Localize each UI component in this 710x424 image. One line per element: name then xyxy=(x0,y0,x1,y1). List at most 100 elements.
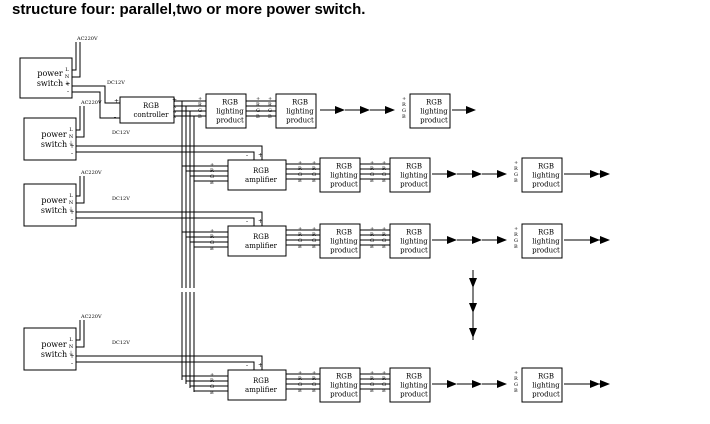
rgb-lighting-product-a2-2-label: product xyxy=(400,246,428,254)
power-switch-4 xyxy=(23,327,77,371)
power-switch-4-terminal: L xyxy=(69,337,73,343)
rgb-lighting-product-r1-3-label: lighting xyxy=(420,107,448,115)
rgb-amplifier-1-terminal: B xyxy=(210,180,214,186)
power-switch-1-ac-label: AC220V xyxy=(76,36,98,42)
rgb-lighting-product-a2-2-terminal: R xyxy=(382,232,386,238)
rgb-amplifier-1-terminal: + xyxy=(210,162,214,168)
rgb-lighting-product-a1-3-label: lighting xyxy=(532,171,560,179)
arrow-right-icon xyxy=(600,236,610,244)
dc-wire xyxy=(76,145,263,160)
rgb-lighting-product-a1-1-terminal: G xyxy=(312,172,316,178)
ac-wire xyxy=(76,320,85,348)
rgb-lighting-product-r1-3 xyxy=(409,93,451,129)
power-switch-3-terminal: + xyxy=(69,209,74,216)
rgb-lighting-product-a3-3-terminal: G xyxy=(514,382,518,388)
power-switch-2-terminal: N xyxy=(69,134,74,140)
power-switch-3 xyxy=(23,183,77,227)
rgb-lighting-product-a2-1-terminal: G xyxy=(312,238,316,244)
rgb-amplifier-1-terminal: B xyxy=(298,178,302,184)
rgb-amplifier-1-label: amplifier xyxy=(245,176,278,184)
rgb-lighting-product-a1-2-terminal: + xyxy=(382,160,386,166)
rgb-amplifier-2-terminal: B xyxy=(210,246,214,252)
rgb-amplifier-2-terminal: G xyxy=(210,240,214,246)
rgb-amplifier-2-terminal: + xyxy=(298,226,302,232)
arrow-right-icon xyxy=(385,106,395,114)
rgb-lighting-product-r1-2-terminal: B xyxy=(268,114,272,120)
rgb-amplifier-1-terminal: R xyxy=(298,166,302,172)
rgb-lighting-product-a3-3 xyxy=(521,367,563,403)
power-switch-3-ac-label: AC220V xyxy=(80,170,102,176)
rgb-lighting-product-a3-1-terminal: G xyxy=(312,382,316,388)
rgb-lighting-product-a3-2-terminal: + xyxy=(382,370,386,376)
rgb-amplifier-3-terminal: B xyxy=(370,388,374,394)
arrow-right-icon xyxy=(472,170,482,178)
rgb-amplifier-2 xyxy=(227,225,287,257)
rgb-amplifier-3 xyxy=(227,369,287,401)
power-switch-2 xyxy=(23,117,77,161)
rgb-amplifier-3-terminal: R xyxy=(370,376,374,382)
rgb-lighting-product-a3-2 xyxy=(389,367,431,403)
rgb-amplifier-2-label: RGB xyxy=(253,233,269,241)
rgb-amplifier-1-terminal: B xyxy=(370,178,374,184)
power-switch-2-label: switch xyxy=(41,140,67,149)
rgb-amplifier-2-terminal: G xyxy=(370,238,374,244)
power-switch-1 xyxy=(19,57,73,99)
ac-wire xyxy=(76,106,81,131)
rgb-amplifier-3-label: amplifier xyxy=(245,386,278,394)
power-switch-3-label: power xyxy=(41,196,67,205)
rgb-amplifier-1-label: RGB xyxy=(253,167,269,175)
power-switch-4-label: power xyxy=(41,340,67,349)
rgb-lighting-product-a3-3-label: product xyxy=(532,390,560,398)
rgb-lighting-product-a1-2 xyxy=(389,157,431,193)
dc-wire xyxy=(72,91,120,119)
ac-wire xyxy=(76,320,81,341)
rgb-lighting-product-a3-3-terminal: + xyxy=(514,370,518,376)
rgb-lighting-product-a2-2-terminal: B xyxy=(382,244,386,250)
rgb-lighting-product-a2-2-label: lighting xyxy=(400,237,428,245)
rgb-amplifier-1-terminal: R xyxy=(210,168,214,174)
rgb-amplifier-2-terminal: R xyxy=(298,232,302,238)
arrow-right-icon xyxy=(335,106,345,114)
rgb-lighting-product-a1-2-label: lighting xyxy=(400,171,428,179)
rgb-lighting-product-a1-3 xyxy=(521,157,563,193)
rgb-lighting-product-a2-1-label: product xyxy=(330,246,358,254)
rgb-lighting-product-a1-3-label: product xyxy=(532,180,560,188)
dc-wire xyxy=(72,85,120,104)
power-switch-3-terminal: ⏚ xyxy=(68,206,73,213)
rgb-lighting-product-a1-1-terminal: + xyxy=(312,160,316,166)
rgb-lighting-product-r1-2-label: product xyxy=(286,116,314,124)
rgb-lighting-product-a2-3-terminal: R xyxy=(514,232,518,238)
rgb-amplifier-3-terminal: R xyxy=(210,378,214,384)
rgb-lighting-product-a2-2-label: RGB xyxy=(406,228,422,236)
power-switch-1-terminal: L xyxy=(65,67,69,73)
controller-dc-label: DC12V xyxy=(107,80,125,86)
rgb-lighting-product-a1-2-label: RGB xyxy=(406,162,422,170)
rgb-lighting-product-a2-1-terminal: + xyxy=(312,226,316,232)
arrow-right-icon xyxy=(497,236,507,244)
arrow-right-icon xyxy=(497,170,507,178)
rgb-lighting-product-a2-1-label: lighting xyxy=(330,237,358,245)
rgb-lighting-product-a2-3-terminal: B xyxy=(514,244,518,250)
arrow-right-icon xyxy=(447,236,457,244)
rgb-amplifier-3-terminal: G xyxy=(370,382,374,388)
rgb-lighting-product-a2-1-label: RGB xyxy=(336,228,352,236)
power-switch-1-terminal: + xyxy=(65,81,70,88)
rgb-lighting-product-a3-1-label: product xyxy=(330,390,358,398)
rgb-amplifier-2-terminal: R xyxy=(210,234,214,240)
rgb-lighting-product-a1-3-terminal: R xyxy=(514,166,518,172)
rgb-lighting-product-a3-3-label: lighting xyxy=(532,381,560,389)
rgb-lighting-product-a3-2-terminal: R xyxy=(382,376,386,382)
rgb-lighting-product-a2-1 xyxy=(319,223,361,259)
power-switch-3-terminal: N xyxy=(69,200,74,206)
power-switch-4-label: switch xyxy=(41,350,67,359)
rgb-lighting-product-a2-1-terminal: R xyxy=(312,232,316,238)
rgb-amplifier-3-terminal: G xyxy=(210,384,214,390)
rgb-lighting-product-a1-1-terminal: R xyxy=(312,166,316,172)
rgb-lighting-product-a2-2 xyxy=(389,223,431,259)
rgb-lighting-product-a3-1 xyxy=(319,367,361,403)
diagram-title: structure four: parallel,two or more pow… xyxy=(12,1,366,18)
arrow-right-icon xyxy=(600,380,610,388)
rgb-lighting-product-a3-2-label: RGB xyxy=(406,372,422,380)
arrow-right-icon xyxy=(447,170,457,178)
